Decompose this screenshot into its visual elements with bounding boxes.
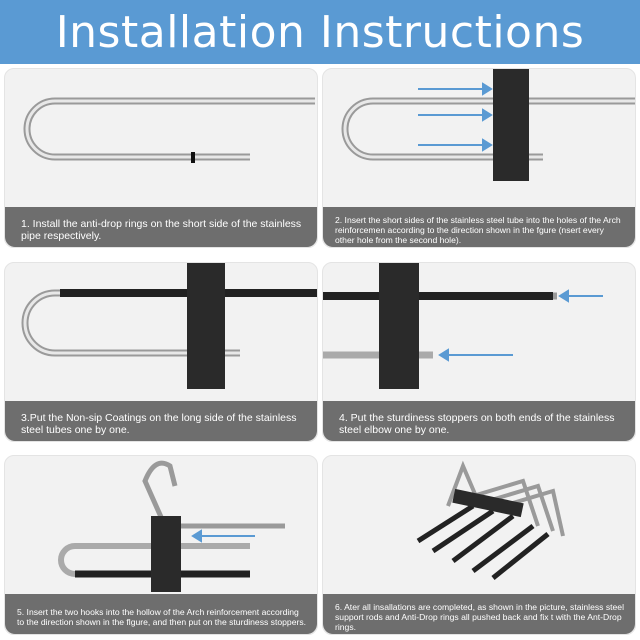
step-3-caption: 3.Put the Non-sip Coatings on the long s… bbox=[5, 401, 317, 441]
step-3-panel: 3.Put the Non-sip Coatings on the long s… bbox=[4, 262, 318, 442]
finished-hanger-illustration bbox=[416, 460, 565, 580]
step-2-panel: 2. Insert the short sides of the stainle… bbox=[322, 68, 636, 248]
step-5-caption: 5. Insert the two hooks into the hollow … bbox=[5, 594, 317, 634]
step-6-caption: 6. Ater all insallations are completed, … bbox=[323, 594, 635, 634]
sturdiness-stopper-illustration bbox=[323, 263, 603, 389]
step-4-panel: 4. Put the sturdiness stoppers on both e… bbox=[322, 262, 636, 442]
step-1-panel: 1. Install the anti-drop rings on the sh… bbox=[4, 68, 318, 248]
arch-reinforcement-illustration bbox=[341, 69, 635, 181]
steel-tube-illustration bbox=[23, 97, 315, 163]
page-title: Installation Instructions bbox=[0, 0, 640, 64]
hook-illustration bbox=[58, 460, 285, 592]
step-4-caption: 4. Put the sturdiness stoppers on both e… bbox=[323, 401, 635, 441]
direction-arrows bbox=[418, 82, 493, 152]
step-6-panel: 6. Ater all insallations are completed, … bbox=[322, 455, 636, 635]
non-slip-coating-illustration bbox=[21, 263, 317, 389]
step-1-caption: 1. Install the anti-drop rings on the sh… bbox=[5, 207, 317, 247]
step-5-panel: 5. Insert the two hooks into the hollow … bbox=[4, 455, 318, 635]
step-2-caption: 2. Insert the short sides of the stainle… bbox=[323, 207, 635, 247]
anti-drop-ring bbox=[191, 152, 195, 163]
